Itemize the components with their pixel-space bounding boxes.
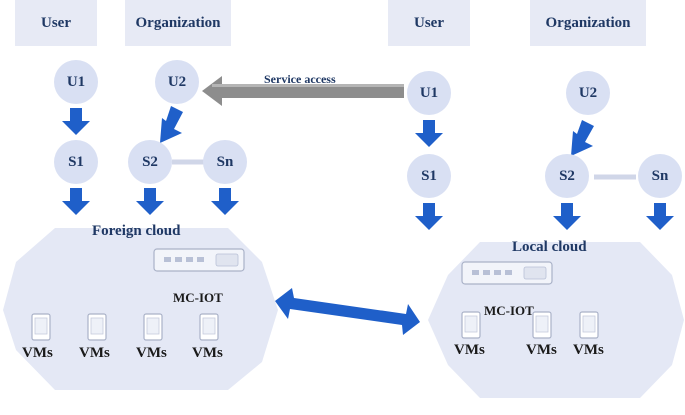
header-right-organization: Organization <box>530 0 646 46</box>
local-vm-label: VMs <box>526 342 557 358</box>
node-s2-left: S2 <box>128 140 172 184</box>
header-right-user: User <box>388 0 470 46</box>
header-left-organization: Organization <box>125 0 231 46</box>
arrow-s1-cloud <box>62 188 90 215</box>
node-u2-left: U2 <box>155 60 199 104</box>
node-sn-left: Sn <box>203 140 247 184</box>
local-cloud-title: Local cloud <box>512 239 587 255</box>
local-server-icon <box>461 261 553 285</box>
arrow-s1-cloud-right <box>415 203 443 230</box>
foreign-vm-label: VMs <box>136 345 167 361</box>
foreign-cloud-mciot: MC-IOT <box>173 290 223 305</box>
arrow-u2-s2-right <box>571 120 594 156</box>
arrow-sn-cloud-right <box>646 203 674 230</box>
local-cloud-mciot: MC-IOT <box>484 303 534 318</box>
node-s2-right: S2 <box>545 154 589 198</box>
foreign-server-icon <box>153 248 245 272</box>
vm-device-icon <box>199 313 219 341</box>
vm-device-icon <box>461 311 481 339</box>
service-access-label: Service access <box>264 72 336 86</box>
node-sn-right: Sn <box>638 154 682 198</box>
node-s1-left: S1 <box>54 140 98 184</box>
node-u1-left: U1 <box>54 60 98 104</box>
cloud-link-double-arrow <box>275 288 420 335</box>
vm-device-icon <box>579 311 599 339</box>
header-left-user: User <box>15 0 97 46</box>
arrow-sn-cloud <box>211 188 239 215</box>
foreign-cloud-title: Foreign cloud <box>92 223 181 239</box>
local-vm-label: VMs <box>573 342 604 358</box>
node-s1-right: S1 <box>407 154 451 198</box>
foreign-vm-label: VMs <box>192 345 223 361</box>
arrow-u1-s1-left <box>62 108 90 135</box>
node-u1-right: U1 <box>407 71 451 115</box>
arrow-u1-s1-right <box>415 120 443 147</box>
arrow-s2-cloud-right <box>553 203 581 230</box>
local-vm-label: VMs <box>454 342 485 358</box>
arrow-u2-s2-left <box>160 106 183 143</box>
node-u2-right: U2 <box>566 71 610 115</box>
vm-device-icon <box>532 311 552 339</box>
foreign-vm-label: VMs <box>79 345 110 361</box>
service-access-arrow <box>202 76 404 106</box>
vm-device-icon <box>31 313 51 341</box>
arrow-s2-cloud <box>136 188 164 215</box>
vm-device-icon <box>87 313 107 341</box>
vm-device-icon <box>143 313 163 341</box>
foreign-vm-label: VMs <box>22 345 53 361</box>
